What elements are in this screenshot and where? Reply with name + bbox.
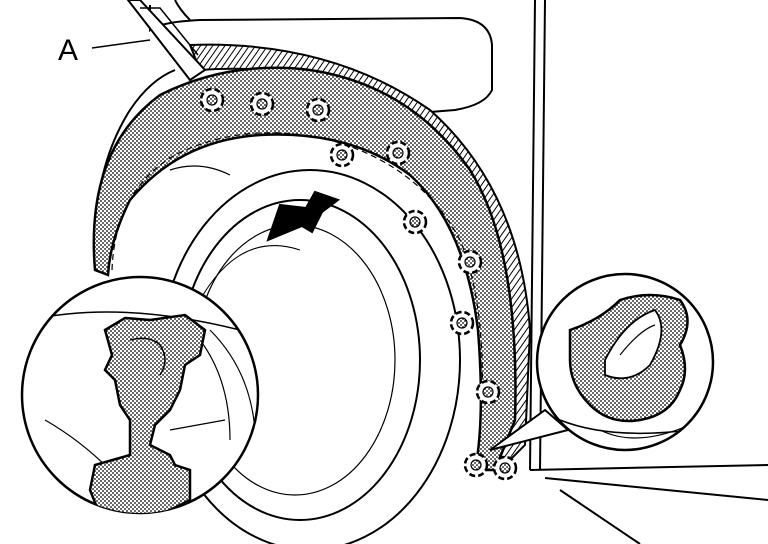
liner-clip <box>329 142 355 168</box>
liner-clip <box>492 455 518 481</box>
zoom-detail-left <box>20 275 260 515</box>
clip-detail-left <box>88 313 207 513</box>
liner-clip <box>249 91 275 117</box>
liner-clip <box>449 310 475 336</box>
liner-clip <box>402 209 428 235</box>
removal-arrow <box>266 190 341 242</box>
liner-clip <box>385 140 411 166</box>
liner-clip <box>475 379 501 405</box>
tool-a <box>91 0 207 82</box>
liner-clip <box>199 87 225 113</box>
callout-label-a: A <box>58 34 78 67</box>
liner-clip <box>463 452 489 478</box>
zoom-detail-right <box>489 272 715 452</box>
liner-clip <box>305 97 331 123</box>
clip-row <box>199 87 518 481</box>
liner-inner-edge <box>111 132 483 401</box>
liner-clip <box>457 249 483 275</box>
